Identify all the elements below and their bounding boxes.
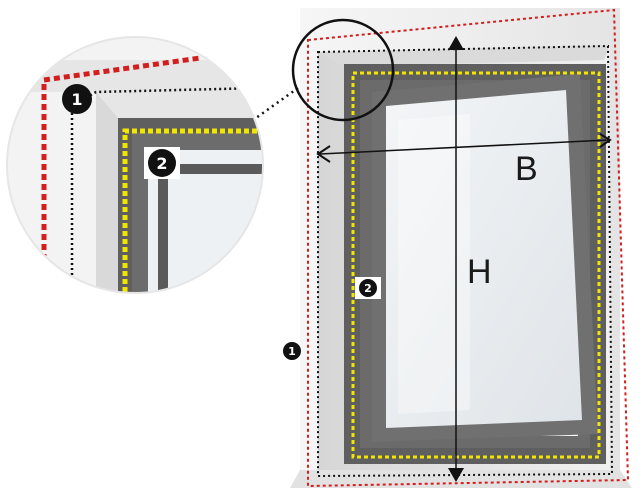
width-arrow-right bbox=[599, 133, 612, 148]
glass-reflection bbox=[398, 114, 470, 414]
badge-outer-main: 1 bbox=[283, 342, 301, 360]
zoom-lens-border bbox=[6, 36, 264, 294]
window-sill bbox=[290, 470, 632, 488]
badge-inner-zoom-text: 2 bbox=[156, 154, 167, 173]
height-dimension bbox=[448, 36, 464, 482]
height-label: H bbox=[467, 253, 492, 291]
outer-measure-outline bbox=[307, 8, 630, 488]
badge-inner-main: 2 bbox=[355, 277, 381, 299]
inner-measure-outline bbox=[351, 71, 601, 459]
window-illustration bbox=[290, 8, 632, 488]
badge-outer-zoom: 1 bbox=[62, 84, 92, 114]
height-arrow-top bbox=[448, 36, 464, 50]
zoom-target-ring bbox=[291, 18, 395, 122]
height-arrow-bottom bbox=[448, 468, 464, 482]
badge-outer-main-text: 1 bbox=[288, 345, 296, 358]
badge-inner-main-text: 2 bbox=[364, 282, 372, 295]
badge-outer-zoom-text: 1 bbox=[71, 90, 82, 109]
badge-inner-zoom: 2 bbox=[144, 147, 180, 179]
window-glass bbox=[386, 90, 582, 428]
width-dimension bbox=[316, 133, 612, 163]
width-label: B bbox=[515, 150, 538, 188]
width-arrow-left bbox=[316, 145, 331, 163]
